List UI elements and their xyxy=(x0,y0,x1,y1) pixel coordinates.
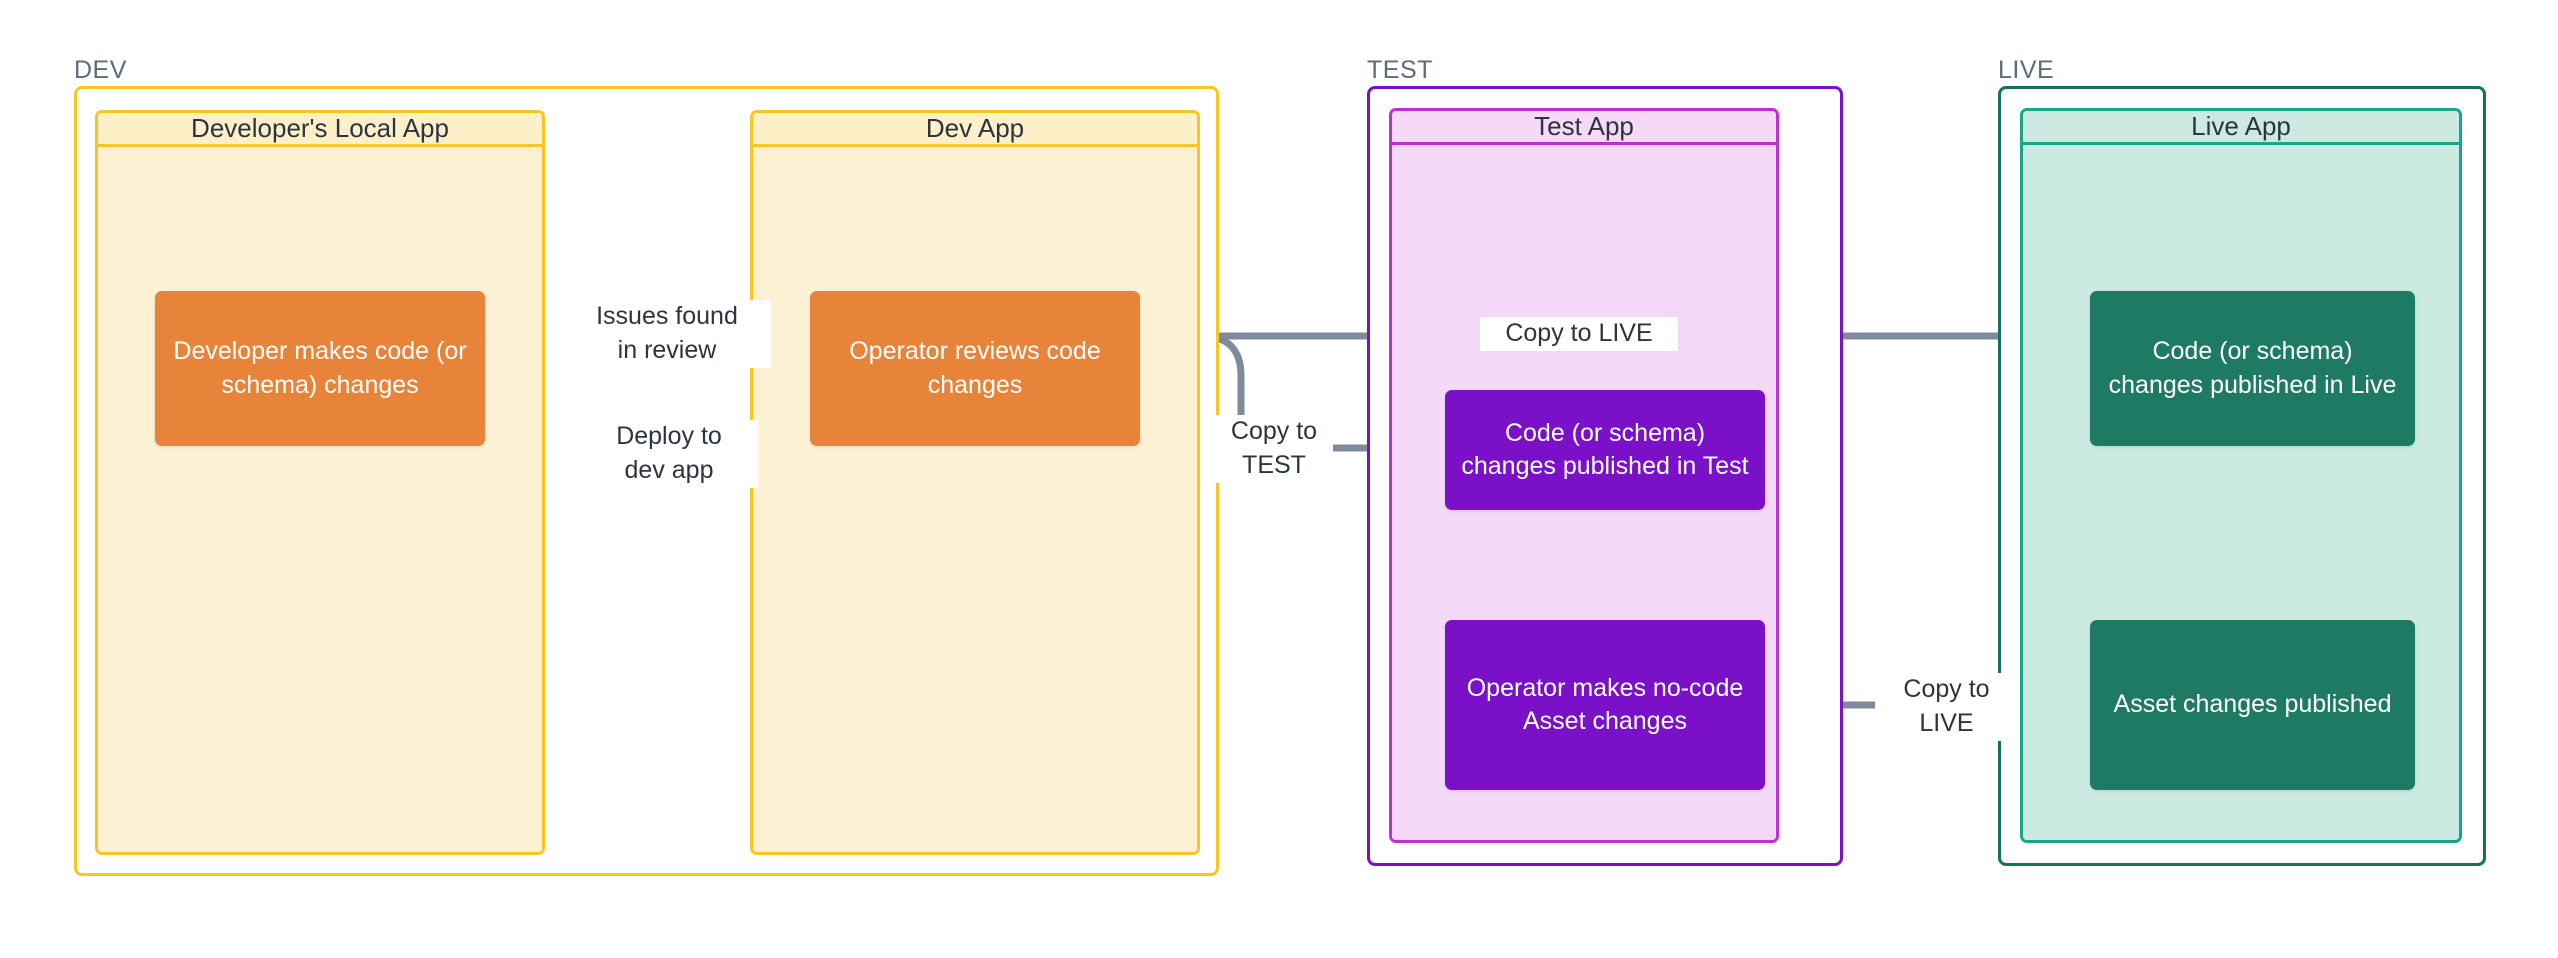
app-title-live-app: Live App xyxy=(2023,111,2459,145)
app-title-dev-app: Dev App xyxy=(753,113,1197,147)
edge-label-copy-to-test: Copy to TEST xyxy=(1215,415,1333,483)
edge-label-issues-found: Issues found in review xyxy=(563,300,771,368)
app-title-test-app: Test App xyxy=(1392,111,1776,145)
app-dev-app: Dev App xyxy=(750,110,1200,855)
app-body-dev-local xyxy=(98,147,542,852)
env-label-dev: DEV xyxy=(74,56,127,84)
node-test-asset-changes[interactable]: Operator makes no-code Asset changes xyxy=(1445,620,1765,790)
node-test-code-published[interactable]: Code (or schema) changes published in Te… xyxy=(1445,390,1765,510)
env-label-test: TEST xyxy=(1367,56,1433,84)
node-dev-makes-changes[interactable]: Developer makes code (or schema) changes xyxy=(155,291,485,446)
app-dev-local: Developer's Local App xyxy=(95,110,545,855)
edge-label-copy-to-live-asset: Copy to LIVE xyxy=(1875,673,2018,741)
app-body-dev-app xyxy=(753,147,1197,852)
node-operator-reviews[interactable]: Operator reviews code changes xyxy=(810,291,1140,446)
edge-label-copy-to-live-code: Copy to LIVE xyxy=(1480,317,1678,351)
app-title-dev-local: Developer's Local App xyxy=(98,113,542,147)
edge-label-deploy-to-dev: Deploy to dev app xyxy=(580,420,758,488)
node-live-asset-published[interactable]: Asset changes published xyxy=(2090,620,2415,790)
node-live-code-published[interactable]: Code (or schema) changes published in Li… xyxy=(2090,291,2415,446)
env-label-live: LIVE xyxy=(1998,56,2055,84)
